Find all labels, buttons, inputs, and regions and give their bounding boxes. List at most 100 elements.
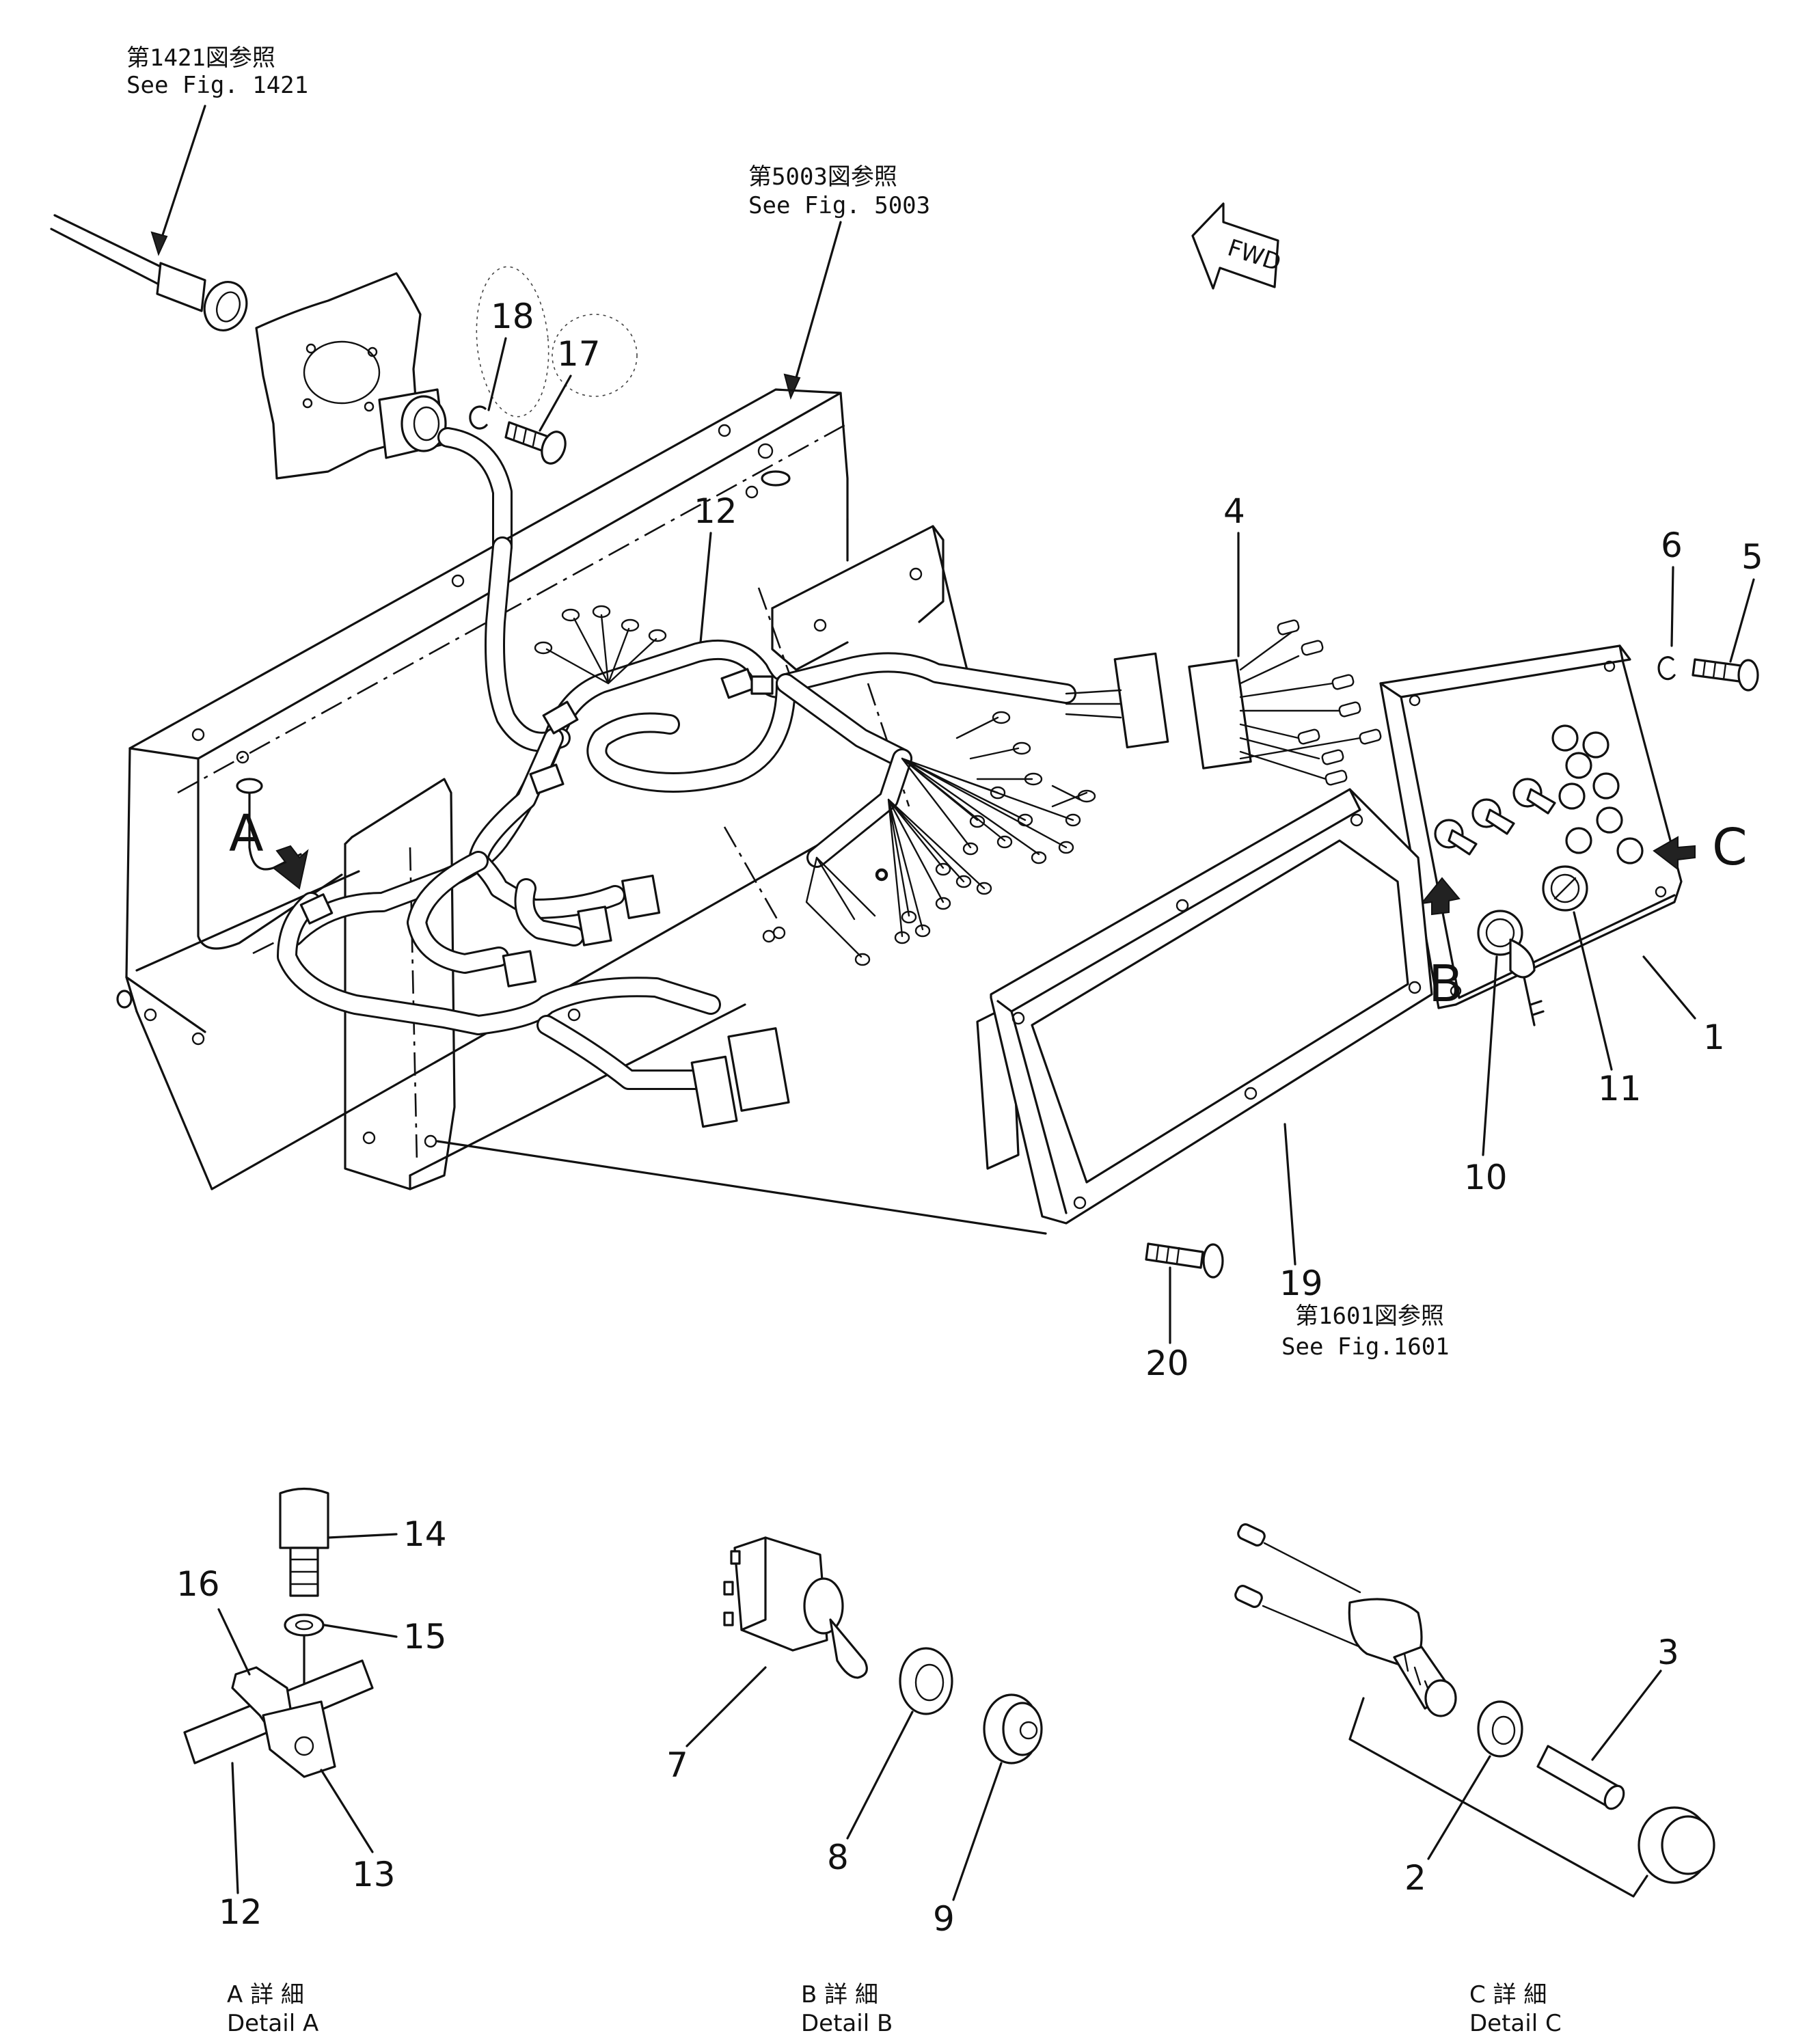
- clamp-1: [542, 700, 579, 735]
- screw-5-thread-2: [1712, 661, 1717, 679]
- ring-terminal-r4: [1065, 813, 1081, 827]
- harness-lower-left-wires: [805, 856, 876, 958]
- cable-top-a: [53, 214, 169, 271]
- callout-17: 17: [557, 334, 601, 374]
- bolt-17-head: [541, 431, 567, 465]
- centerline-mid: [723, 826, 780, 923]
- frame-top-inner: [197, 392, 842, 760]
- arrowhead-fig5003: [783, 373, 801, 400]
- harness-bottom-inner: [279, 894, 719, 1033]
- connector-4-wires: [1239, 631, 1361, 780]
- leader-2: [1427, 1755, 1491, 1860]
- frame-bottom-left: [135, 1010, 213, 1190]
- lamp-socket-wires: [1262, 1542, 1361, 1648]
- bracket-a: [351, 778, 456, 1190]
- leader-8: [846, 1711, 914, 1840]
- detail-a-title-en: Detail A: [227, 2010, 318, 2037]
- reference-fig1421-jp: 第1421図参照: [126, 44, 275, 72]
- plug-cap-inner: [215, 291, 241, 323]
- forward-direction-arrow: FWD: [1191, 202, 1284, 290]
- leader-15: [323, 1624, 398, 1638]
- lamp-socket-end: [1424, 1679, 1457, 1717]
- frame-hole-18: [876, 869, 887, 880]
- part-4-connector: [1065, 619, 1382, 786]
- leader-12-detail: [231, 1762, 239, 1894]
- callout-8: 8: [827, 1838, 849, 1877]
- bolt-14-head: [279, 1487, 329, 1549]
- callout-11: 11: [1598, 1069, 1642, 1108]
- callout-12: 12: [694, 491, 737, 531]
- frame-hole-9: [875, 868, 888, 882]
- panel-hole-1: [1409, 694, 1421, 707]
- washer-15-hole: [295, 1620, 314, 1631]
- part-17-bolt: [504, 314, 638, 465]
- leader-fig1421: [157, 105, 206, 249]
- leader-1: [1642, 955, 1696, 1020]
- detail-c-letter: C: [1712, 818, 1748, 877]
- callout-7: 7: [666, 1745, 688, 1785]
- detail-c-arrow: [1653, 836, 1696, 871]
- frame-hole-12: [772, 926, 786, 940]
- callout-14: 14: [403, 1514, 447, 1554]
- bracket-right-front: [771, 607, 849, 671]
- clamp-4: [750, 675, 774, 695]
- harness-drop-inner: [487, 539, 569, 750]
- detail-c-drawing: 3 2 C 詳 細 Detail C: [1234, 1523, 1715, 2037]
- frame-lower-rail-2: [409, 1003, 746, 1177]
- lamp-thread-2: [1413, 1666, 1422, 1686]
- part-19-monitor: [976, 788, 1433, 1225]
- highlight-circle-18: [476, 266, 549, 418]
- frame-boss-3: [116, 990, 133, 1009]
- frame-hole-8: [909, 567, 923, 581]
- ring-terminal-u4: [1077, 789, 1096, 803]
- plate-bolt-hole-2: [367, 346, 378, 357]
- callout-10: 10: [1464, 1158, 1508, 1197]
- switch-panel-top-face: [1379, 644, 1631, 698]
- bulb-3-end: [1603, 1784, 1625, 1810]
- detail-a-arrow: [272, 845, 309, 890]
- connector-h5: [690, 1055, 738, 1128]
- callout-12-detail: 12: [219, 1892, 262, 1932]
- arrowhead-fig1421: [150, 231, 168, 256]
- leader-19: [1283, 1123, 1296, 1266]
- detail-c-title-jp: C 詳 細: [1469, 1981, 1547, 2008]
- panel-lamp-3: [1565, 752, 1592, 779]
- reference-fig5003-en: See Fig. 5003: [748, 192, 930, 219]
- ring-terminal-r14: [962, 842, 979, 856]
- callout-3: 3: [1657, 1633, 1679, 1672]
- nut-2: [1477, 1700, 1523, 1758]
- screw-5-thread-1: [1702, 659, 1707, 678]
- terminal-c-1: [1237, 1523, 1266, 1546]
- ring-terminal-t1: [534, 641, 553, 655]
- toggle-7-pin-1: [730, 1550, 741, 1565]
- screw-20-thread-1: [1155, 1244, 1160, 1262]
- leader-11: [1573, 911, 1613, 1071]
- panel-toggle-2-lever: [1485, 808, 1515, 835]
- bracket-13-hole: [294, 1736, 314, 1756]
- screw-20-head: [1202, 1243, 1224, 1279]
- frame-boss-1: [761, 470, 791, 487]
- terminal-c-2: [1234, 1585, 1263, 1608]
- panel-hole-2: [1603, 660, 1616, 672]
- panel-toggle-1-lever: [1448, 829, 1478, 856]
- bolt-17-thread-2: [522, 427, 528, 444]
- panel-lamp-2: [1582, 731, 1610, 759]
- detail-a-title-jp: A 詳 細: [227, 1981, 304, 2008]
- frame-hole-5: [757, 443, 774, 459]
- monitor-bezel-left: [1010, 1010, 1068, 1214]
- toggle-7-pin-3: [723, 1611, 734, 1626]
- detail-marker-a: A: [229, 804, 309, 890]
- screw-20-shank: [1145, 1242, 1204, 1269]
- part-6-washer: [1657, 656, 1676, 681]
- panel-hole-4: [1655, 886, 1667, 898]
- connector-h4: [727, 1027, 790, 1112]
- terminal-4f: [1321, 749, 1344, 765]
- panel-lamp-8: [1616, 837, 1644, 864]
- callout-5: 5: [1741, 537, 1763, 577]
- frame-hole-14: [191, 1032, 205, 1046]
- frame-hole-2: [236, 750, 249, 764]
- clamp-3: [529, 763, 565, 795]
- callout-16: 16: [176, 1564, 220, 1604]
- harness-right-branch-inner: [778, 675, 910, 767]
- plate-bolt-hole-1: [305, 343, 316, 354]
